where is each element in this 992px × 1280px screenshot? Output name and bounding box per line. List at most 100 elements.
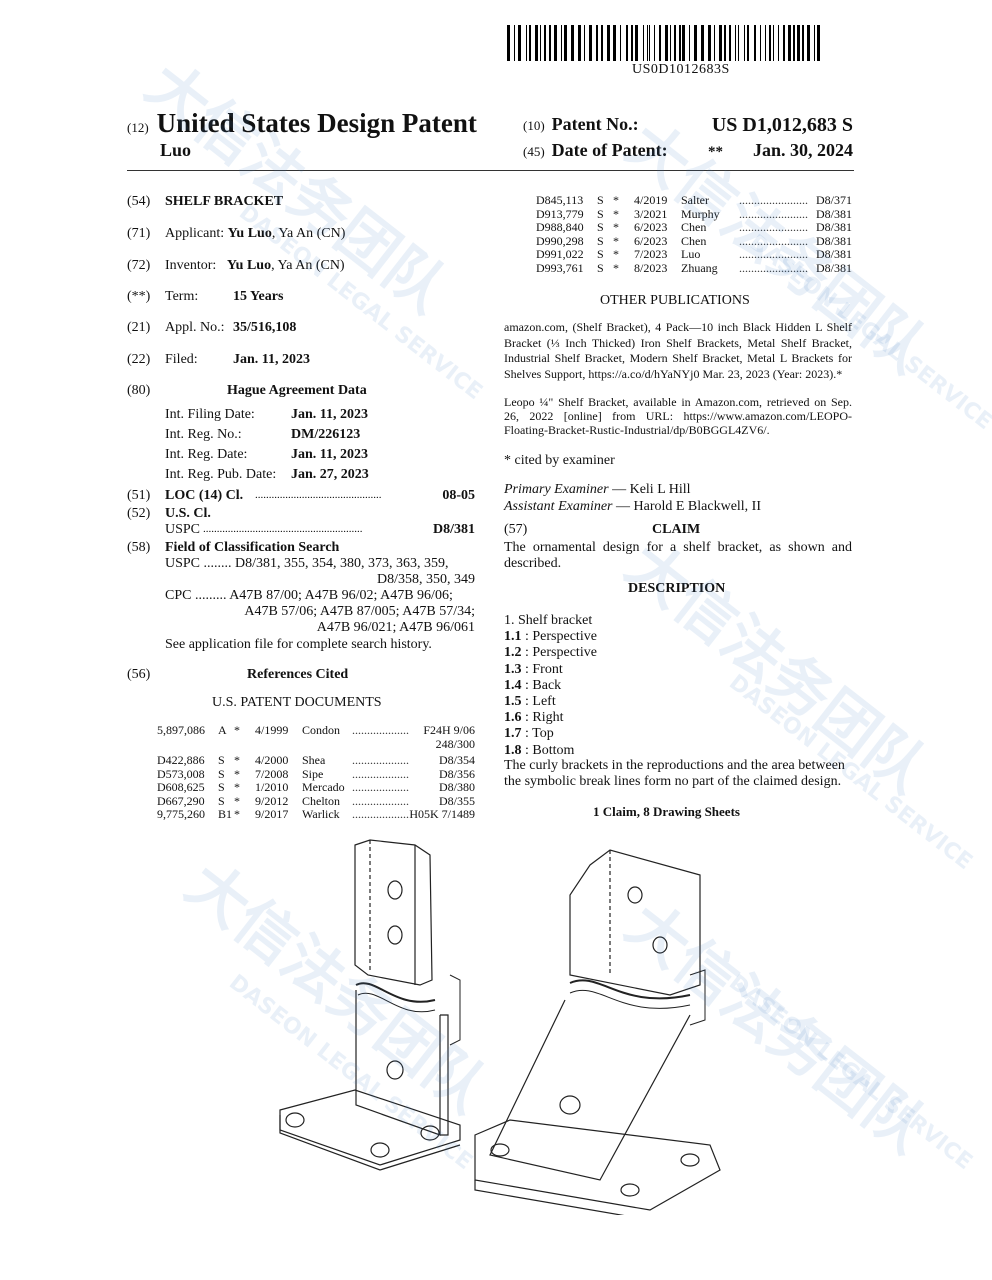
ref-date: 3/2021 — [634, 206, 668, 221]
ref-star: * — [613, 233, 619, 248]
loc-value: 08-05 — [442, 488, 475, 503]
ref-name: Salter — [681, 193, 709, 207]
description-item-number: 1.1 — [504, 629, 522, 645]
term-value: 15 Years — [233, 289, 284, 304]
ref-class: D8/371 — [816, 193, 852, 207]
barcode-bar — [724, 25, 726, 61]
applicant-label: Applicant: — [165, 226, 225, 241]
barcode-bar — [526, 25, 527, 61]
hague-label: Int. Reg. No.: — [165, 427, 242, 442]
assistant-examiner: Assistant Examiner — Harold E Blackwell,… — [504, 498, 761, 515]
barcode-bar — [797, 25, 800, 61]
barcode-bar — [584, 25, 585, 61]
us-docs-title: U.S. PATENT DOCUMENTS — [212, 695, 382, 710]
code-12: (12) — [127, 120, 149, 135]
ref-dots: ........................................… — [739, 193, 808, 207]
ref-dots: ........................................… — [352, 723, 409, 737]
ref-number: D422,886 — [157, 753, 205, 767]
primary-name: — Keli L Hill — [608, 482, 691, 497]
hague-label: Int. Reg. Pub. Date: — [165, 467, 277, 482]
ref-number: D990,298 — [536, 233, 584, 248]
claim-title: CLAIM — [652, 522, 701, 537]
barcode-bar — [744, 25, 745, 61]
ref-date: 7/2008 — [255, 766, 289, 781]
loc-label: LOC (14) Cl. — [165, 488, 244, 503]
barcode-bar — [783, 25, 785, 61]
field-cpc-line3: A47B 96/021; A47B 96/061 — [316, 620, 475, 635]
ref-class: F24H 9/06 — [423, 723, 475, 737]
ref-number: D667,290 — [157, 793, 205, 808]
description-item-number: 1.7 — [504, 726, 522, 742]
ref-star: * — [234, 766, 240, 781]
barcode-bar — [507, 25, 510, 61]
field-title-row: (58) Field of Classification Search — [127, 539, 339, 556]
barcode-bar — [631, 25, 633, 61]
ref-date: 9/2017 — [255, 807, 289, 821]
refs-title: References Cited — [247, 667, 349, 682]
claim-title-row: (57) CLAIM — [504, 521, 852, 538]
primary-label: Primary Examiner — [504, 482, 609, 497]
barcode-bar — [571, 25, 574, 61]
code-80: (80) — [127, 383, 151, 398]
field-cpc-line2: A47B 57/06; A47B 87/005; A47B 57/34; — [244, 604, 475, 619]
description-item: 1.1 : Perspective — [504, 628, 597, 645]
description-item: 1.2 : Perspective — [504, 644, 597, 661]
barcode-bar — [601, 25, 603, 61]
barcode-bar — [643, 25, 644, 61]
description-item-text: : Top — [521, 726, 554, 742]
barcode-bar — [540, 25, 541, 61]
description-item-text: : Right — [521, 710, 564, 726]
term-label: Term: — [165, 289, 199, 304]
ref-number: 9,775,260 — [157, 807, 205, 821]
patent-type-header: (12) United States Design Patent — [127, 108, 477, 139]
hague-value: Jan. 11, 2023 — [291, 447, 369, 462]
ref-number: D991,022 — [536, 247, 584, 261]
uscl-row: (52) U.S. Cl. — [127, 505, 211, 522]
barcode-bar — [613, 25, 616, 61]
ref-dots: ........................................… — [739, 220, 808, 234]
inventor-label: Inventor: — [165, 258, 217, 273]
barcode-bar — [773, 25, 774, 61]
ref-dots: ........................................… — [352, 753, 409, 767]
ref-star: * — [234, 793, 240, 808]
reference-row: D573,008S*7/2008Sipe....................… — [157, 766, 475, 781]
filed-date: Jan. 11, 2023 — [233, 352, 311, 367]
ref-number: D993,761 — [536, 260, 584, 275]
hague-label: Int. Reg. Date: — [165, 447, 248, 462]
appl-row: (21) Appl. No.: 35/516,108 — [127, 319, 296, 336]
date-line: (45) Date of Patent: ** Jan. 30, 2024 — [523, 140, 853, 161]
description-item-number: 1.3 — [504, 661, 522, 677]
ref-dots: ........................................… — [739, 260, 808, 275]
ref-dots: ........................................… — [352, 780, 409, 794]
ref-kind: A — [218, 723, 227, 737]
barcode-text: US0D1012683S — [632, 62, 730, 77]
description-item: 1.3 : Front — [504, 661, 563, 678]
date-label: Date of Patent: — [551, 140, 668, 160]
term-row: (**) Term: 15 Years — [127, 288, 283, 305]
publication-1: amazon.com, (Shelf Bracket), 4 Pack—10 i… — [504, 320, 852, 381]
uspc-label: USPC — [165, 522, 201, 537]
watermark-en-5: DASEON LEGAL SERVICE — [724, 970, 977, 1175]
barcode-bar — [607, 25, 610, 61]
ref-class: D8/381 — [816, 220, 852, 234]
ref-kind: S — [597, 206, 604, 221]
ref-kind: S — [218, 766, 225, 781]
hague-title-row: (80) Hague Agreement Data — [127, 382, 477, 399]
ref-number: D988,840 — [536, 220, 584, 234]
ref-name: Condon — [302, 723, 341, 737]
ref-kind: S — [218, 793, 225, 808]
field-uspc-line2: D8/358, 350, 349 — [377, 572, 475, 587]
ref-kind: S — [597, 233, 604, 248]
filed-row: (22) Filed: Jan. 11, 2023 — [127, 351, 310, 368]
ref-dots: ........................................… — [352, 793, 409, 808]
barcode-bar — [729, 25, 731, 61]
ref-star: * — [613, 206, 619, 221]
ref-date: 9/2012 — [255, 793, 289, 808]
barcode-bar — [708, 25, 711, 61]
description-item-text: Shelf bracket — [514, 613, 593, 628]
refs-title-row: (56) References Cited — [127, 666, 477, 683]
barcode-bar — [626, 25, 628, 61]
